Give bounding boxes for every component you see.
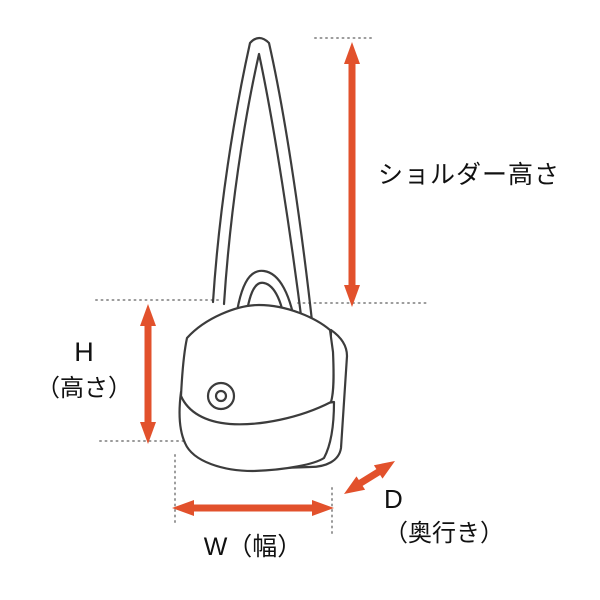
label-width: W（幅）	[203, 533, 303, 561]
label-height: H （高さ）	[36, 336, 132, 404]
width-arrow	[172, 500, 334, 516]
label-shoulder-height: ショルダー高さ	[378, 161, 561, 189]
arrowhead-left	[172, 500, 194, 516]
arrowhead-up	[140, 304, 156, 326]
height-arrow	[140, 304, 156, 444]
shoulder-height-arrow	[344, 42, 360, 307]
arrowhead-right	[312, 500, 334, 516]
arrowhead-upper-right	[373, 461, 395, 479]
depth-arrow	[344, 461, 395, 494]
label-depth-sub: （奥行き）	[384, 519, 504, 547]
bag-line-art	[178, 36, 349, 473]
strap-outline-inner	[222, 52, 305, 333]
label-depth: D （奥行き）	[384, 483, 504, 549]
arrowhead-down	[140, 422, 156, 444]
bag-flap	[179, 303, 335, 426]
clasp-button-outer	[206, 381, 236, 411]
label-height-sub: （高さ）	[36, 374, 132, 402]
guide-lines	[95, 37, 429, 538]
strap-outline-outer	[211, 36, 315, 332]
clasp-button-inner	[214, 389, 228, 403]
arrowhead-up	[344, 42, 360, 64]
label-height-letter: H	[74, 337, 94, 367]
arrowhead-down	[344, 285, 360, 307]
label-depth-letter: D	[384, 484, 403, 514]
arrowhead-lower-left	[344, 476, 366, 494]
